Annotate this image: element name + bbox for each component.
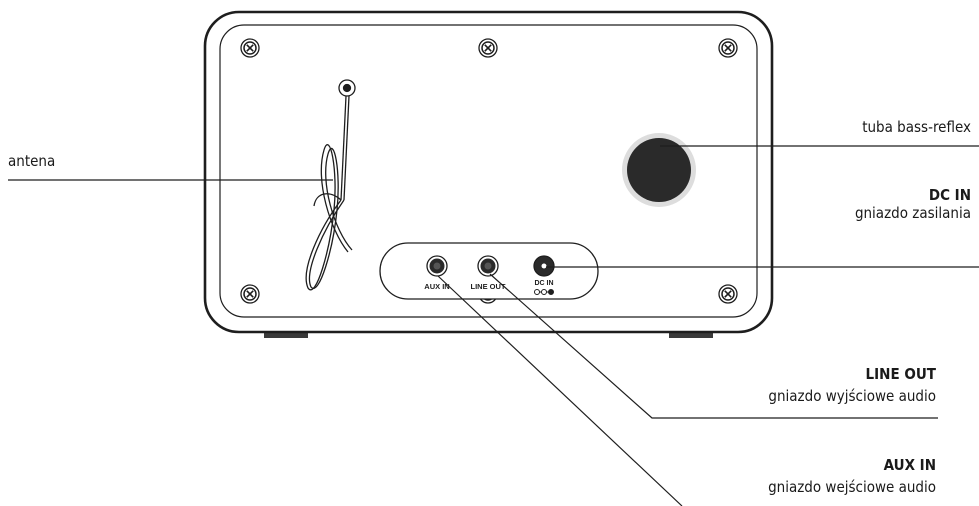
bass-reflex-label: tuba bass-reflex: [862, 118, 971, 136]
aux-in-title: AUX IN: [883, 456, 936, 474]
line-out-title: LINE OUT: [865, 365, 936, 383]
dc-in-panel-label: DC IN: [534, 280, 553, 287]
dc-in-desc: gniazdo zasilania: [854, 204, 971, 222]
line-out-leader-line: [489, 273, 938, 419]
dc-in-title: DC IN: [928, 186, 971, 204]
antenna-wire-icon: [305, 79, 356, 291]
dc-in-jack-icon: [533, 255, 555, 277]
screw-icon: [718, 38, 738, 58]
dc-in-callout: DC IN gniazdo zasilania: [855, 186, 971, 222]
line-out-panel-label: LINE OUT: [471, 282, 506, 291]
aux-in-desc: gniazdo wejściowe audio: [768, 478, 936, 496]
dc-polarity-icon: [534, 289, 554, 295]
aux-in-panel-label: AUX IN: [424, 282, 449, 291]
left-foot: [264, 331, 308, 338]
right-foot: [669, 331, 713, 338]
antenna-label: antena: [8, 152, 56, 170]
screw-icon: [240, 284, 260, 304]
line-out-desc: gniazdo wyjściowe audio: [768, 387, 936, 405]
screw-icon: [718, 284, 738, 304]
aux-in-callout: AUX IN gniazdo wejściowe audio: [768, 456, 936, 496]
line-out-jack-icon: [477, 255, 499, 277]
screw-icon: [478, 38, 498, 58]
aux-in-leader-line: [437, 275, 683, 506]
line-out-callout: LINE OUT gniazdo wyjściowe audio: [768, 365, 936, 405]
aux-in-jack-icon: [426, 255, 448, 277]
bass-reflex-port-icon: [627, 138, 691, 202]
screw-icon: [240, 38, 260, 58]
radio-inner-panel: [219, 24, 758, 318]
